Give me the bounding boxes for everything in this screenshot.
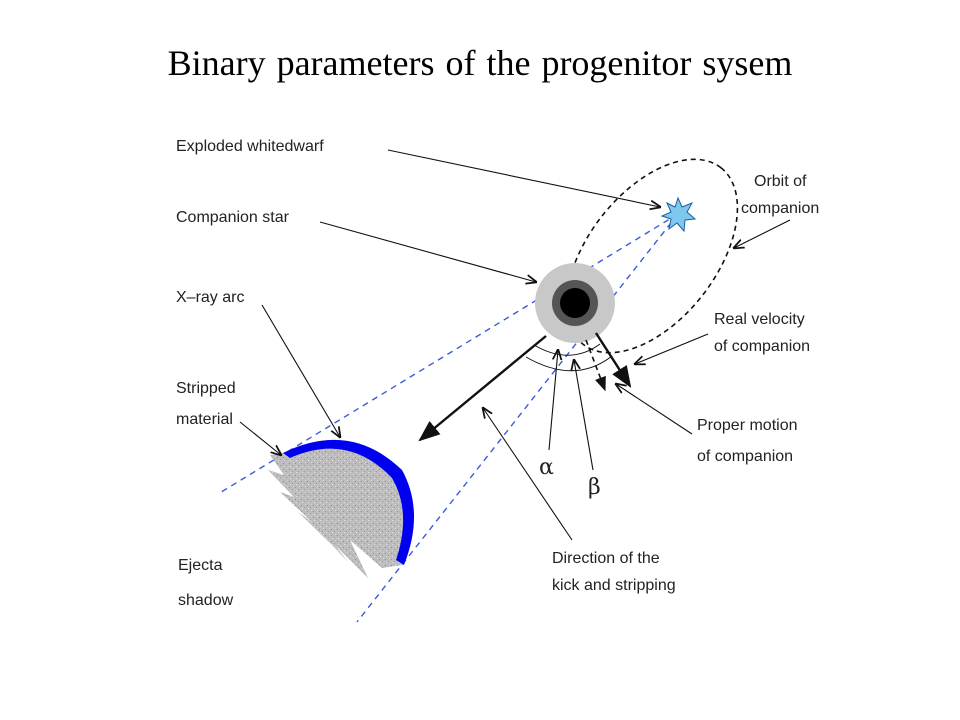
- exploded-wd-label: Exploded whitedwarf: [176, 138, 324, 155]
- exploded-wd-callout: [387, 149, 660, 207]
- beta-pointer: [574, 360, 594, 471]
- kick-label-line1: Direction of the: [552, 550, 660, 567]
- xray-arc-label: X–ray arc: [176, 289, 244, 306]
- orbit-callout: [734, 219, 791, 248]
- ejecta-label-line1: Ejecta: [178, 557, 223, 574]
- stripped-material-callout: [239, 421, 281, 455]
- exploded-white-dwarf-icon: [660, 196, 697, 233]
- slide-title: Binary parameters of the progenitor syse…: [167, 43, 793, 83]
- real-velocity-callout: [635, 333, 709, 364]
- orbit-label-line1: Orbit of: [754, 173, 807, 190]
- real-velocity-label-line1: Real velocity: [714, 311, 805, 328]
- stripped-label-line2: material: [176, 411, 233, 428]
- alpha-angle-arc: [533, 343, 601, 356]
- companion-orbit: [565, 158, 739, 354]
- kick-callout: [483, 408, 573, 541]
- companion-star-label: Companion star: [176, 209, 290, 226]
- upper-guide-line: [217, 213, 679, 495]
- ejecta-label-line2: shadow: [178, 592, 234, 609]
- proper-motion-label-line1: Proper motion: [697, 417, 798, 434]
- ejecta-shadow: [268, 439, 409, 578]
- real-velocity-arrow: [594, 332, 632, 388]
- companion-callout: [319, 221, 536, 282]
- proper-motion-label-line2: of companion: [697, 448, 793, 465]
- beta-symbol: β: [588, 475, 601, 500]
- alpha-symbol: α: [539, 455, 554, 480]
- lower-guide-line: [356, 213, 679, 623]
- xray-arc-callout: [261, 304, 340, 437]
- kick-direction-arrow: [418, 335, 547, 442]
- real-velocity-label-line2: of companion: [714, 338, 810, 355]
- xray-arc: [283, 439, 415, 565]
- companion-star-core: [560, 288, 590, 318]
- kick-label-line2: kick and stripping: [552, 577, 676, 594]
- stripped-label-line1: Stripped: [176, 380, 236, 397]
- alpha-pointer: [548, 350, 558, 451]
- proper-motion-callout: [616, 384, 693, 435]
- beta-angle-arc: [525, 355, 613, 372]
- orbit-label-line2: companion: [741, 200, 819, 217]
